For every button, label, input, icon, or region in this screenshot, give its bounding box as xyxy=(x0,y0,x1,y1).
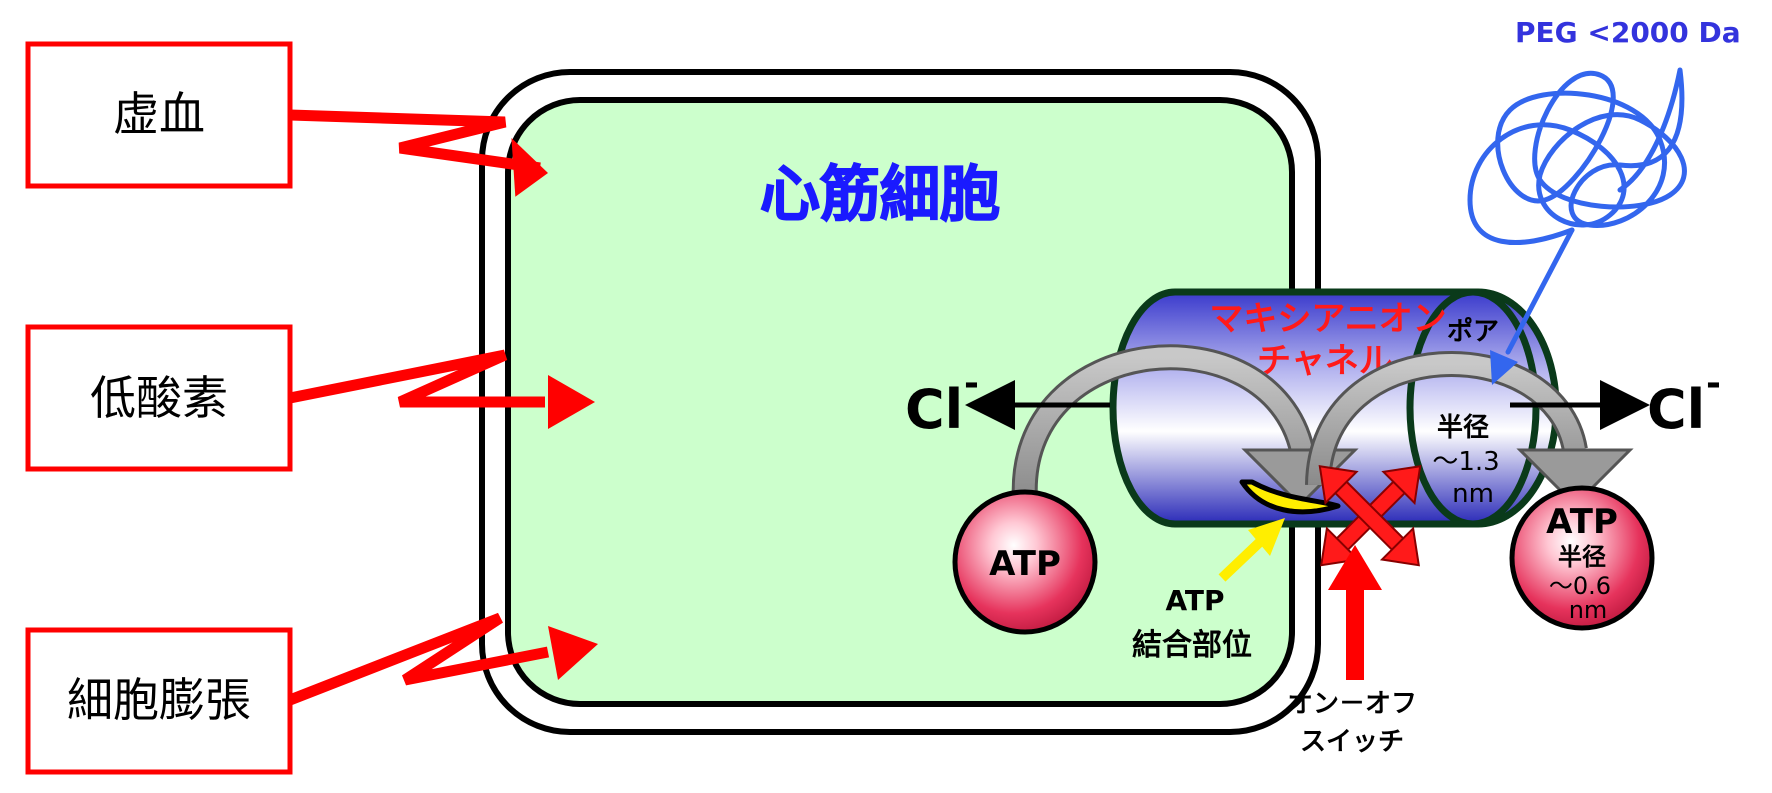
atp-molecule-inside: ATP xyxy=(952,489,1098,635)
channel-pore-end xyxy=(1406,288,1540,528)
channel-name-line1: マキシアニオン xyxy=(1209,299,1446,339)
on-off-switch-label-line2: スイッチ xyxy=(1300,727,1404,757)
pore-radius-unit: nm xyxy=(1452,479,1494,509)
pore-radius-value: ～1.3 xyxy=(1432,447,1499,477)
stimulus-box-cell-swelling: 細胞膨張 xyxy=(25,627,293,775)
atp-binding-site-pointer xyxy=(1218,518,1285,582)
stimulus-arrow-hypoxia xyxy=(288,349,595,429)
stimulus-label-hypoxia: 低酸素 xyxy=(90,371,228,425)
peg-pointer-arrowhead xyxy=(1490,350,1518,385)
atp-outside-radius-unit: nm xyxy=(1569,596,1608,624)
pore-radius-label: 半径 xyxy=(1437,413,1489,443)
atp-binding-site xyxy=(1239,479,1341,515)
stimulus-label-cell-swelling: 細胞膨張 xyxy=(67,673,251,727)
cl-ion-right-charge: - xyxy=(1706,363,1721,404)
atp-molecule-outside: ATP 半径 ～0.6 nm xyxy=(1509,485,1655,631)
atp-outside-label: ATP xyxy=(1546,502,1618,542)
atp-outside-radius-label: 半径 xyxy=(1558,543,1606,571)
atp-binding-site-label-line2: 結合部位 xyxy=(1132,628,1252,663)
pore-label: ポア xyxy=(1447,316,1499,347)
cl-ion-right: Cl - xyxy=(1647,363,1721,441)
cl-ion-right-symbol: Cl xyxy=(1647,378,1705,441)
cl-ion-left-symbol: Cl xyxy=(905,378,963,441)
stimulus-arrow-cell-swelling xyxy=(287,612,598,706)
cell-title: 心筋細胞 xyxy=(760,160,1000,230)
cl-ion-left: Cl - xyxy=(905,363,979,441)
cl-ion-left-charge: - xyxy=(964,363,979,404)
stimulus-box-ischemia: 虚血 xyxy=(25,41,293,189)
peg-polymer-icon xyxy=(1467,67,1687,355)
on-off-switch-label-line1: オン－オフ xyxy=(1287,689,1417,719)
atp-inside-label: ATP xyxy=(989,544,1061,584)
stimulus-arrow-ischemia xyxy=(289,109,548,197)
on-off-switch-pointer xyxy=(1328,545,1382,680)
stimulus-box-hypoxia: 低酸素 xyxy=(25,324,293,472)
stimulus-label-ischemia: 虚血 xyxy=(113,87,205,141)
atp-binding-site-label-line1: ATP xyxy=(1165,584,1224,617)
peg-label: PEG <2000 Da xyxy=(1515,16,1741,49)
on-off-switch-icon xyxy=(1318,465,1422,567)
atp-outside-radius-value: ～0.6 xyxy=(1549,572,1611,600)
